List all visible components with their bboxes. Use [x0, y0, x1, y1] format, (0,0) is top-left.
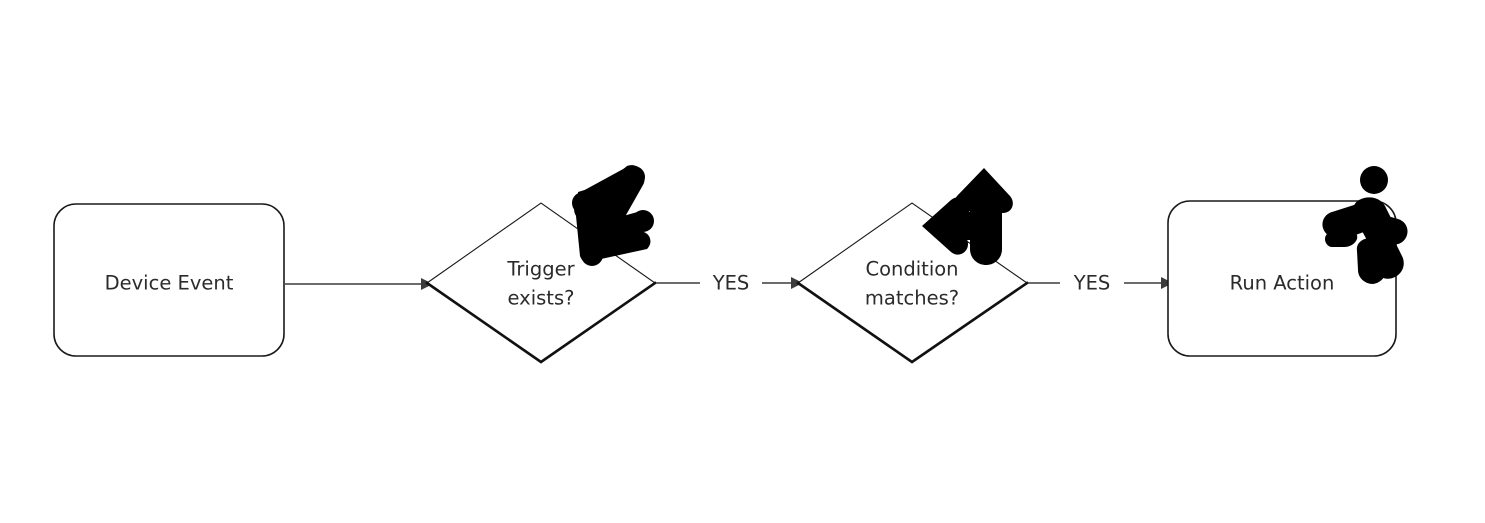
node-trigger-exists[interactable]: Trigger exists? — [425, 165, 657, 364]
device-event-label: Device Event — [105, 272, 234, 295]
edge-3-arrowhead — [1161, 277, 1173, 289]
edge-condition-to-action: YES — [1028, 272, 1173, 295]
condition-matches-shape-emphasis — [796, 281, 1029, 364]
edge-trigger-to-condition: YES — [656, 272, 803, 295]
run-action-label: Run Action — [1230, 272, 1335, 295]
fork-branch-arrow-icon — [922, 168, 1013, 265]
edge-device-event-to-trigger — [285, 278, 433, 290]
trigger-exists-shape-emphasis — [425, 281, 657, 364]
running-person-icon — [1322, 166, 1408, 284]
edge-2-label: YES — [712, 272, 750, 295]
condition-matches-label-line1: Condition — [865, 258, 958, 281]
edge-3-label: YES — [1073, 272, 1111, 295]
node-device-event[interactable]: Device Event — [53, 203, 285, 357]
condition-matches-label-line2: matches? — [865, 287, 959, 310]
trigger-exists-label-line1: Trigger — [506, 258, 575, 281]
node-run-action[interactable]: Run Action — [1167, 166, 1408, 357]
lightning-bolt-icon — [572, 165, 654, 266]
node-condition-matches[interactable]: Condition matches? — [796, 168, 1029, 364]
trigger-exists-label-line2: exists? — [508, 287, 575, 310]
device-event-shape[interactable] — [53, 203, 285, 357]
